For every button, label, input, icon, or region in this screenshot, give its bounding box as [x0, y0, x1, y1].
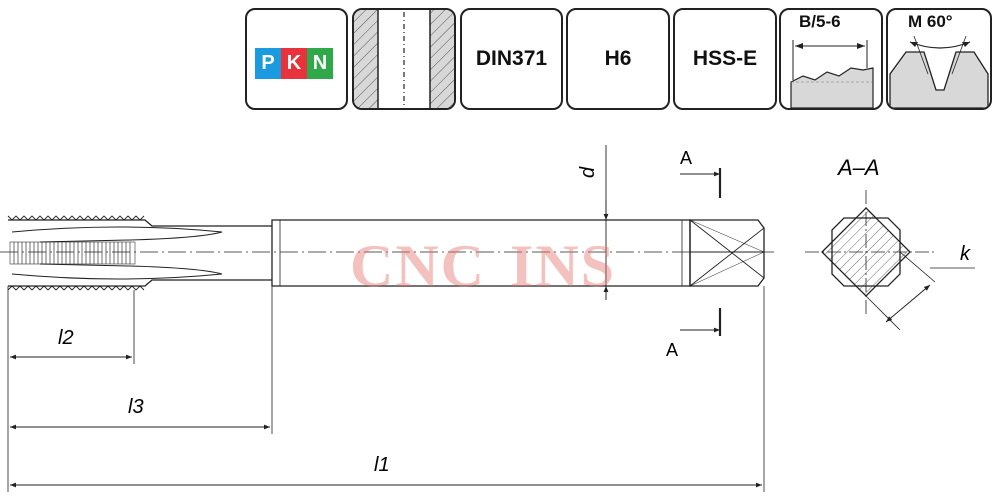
- dimension-k: [865, 251, 975, 331]
- tolerance-badge: H6: [566, 8, 670, 110]
- material-label: HSS-E: [692, 47, 758, 70]
- pkn-letter-p: P: [255, 48, 281, 79]
- dim-l2-label: l2: [58, 327, 74, 349]
- section-view-square: [821, 207, 911, 297]
- standard-badge: DIN371: [460, 8, 563, 110]
- chamfer-badge: B/5-6: [779, 8, 883, 110]
- pkn-letters: P K N: [255, 48, 333, 79]
- dim-k-label: k: [960, 243, 971, 265]
- blind-hole-badge: [352, 8, 456, 110]
- material-group-badge: P K N: [245, 8, 348, 110]
- thread-profile-badge: M 60°: [886, 8, 992, 110]
- pkn-letter-k: K: [281, 48, 307, 79]
- section-marker-top-label: A: [680, 148, 692, 168]
- section-marker-bottom: [680, 308, 722, 336]
- standard-label: DIN371: [475, 47, 548, 70]
- section-title: A–A: [836, 155, 880, 180]
- tap-thread-section: [7, 215, 272, 291]
- thread-profile-icon: [889, 35, 989, 108]
- section-marker-top: [680, 168, 722, 198]
- dim-l1-label: l1: [374, 454, 390, 476]
- dim-d-label: d: [577, 166, 599, 178]
- pkn-letter-n: N: [307, 48, 333, 79]
- dim-l3-label: l3: [128, 396, 144, 418]
- blind-hole-icon: [354, 10, 454, 108]
- thread-label: M 60°: [908, 12, 953, 31]
- material-badge: HSS-E: [673, 8, 777, 110]
- chamfer-icon: [790, 40, 874, 108]
- tap-square-drive: [689, 219, 765, 287]
- tap-shank: [271, 219, 691, 287]
- tolerance-label: H6: [604, 47, 632, 70]
- section-marker-bottom-label: A: [666, 340, 678, 360]
- chamfer-label: B/5-6: [799, 12, 841, 31]
